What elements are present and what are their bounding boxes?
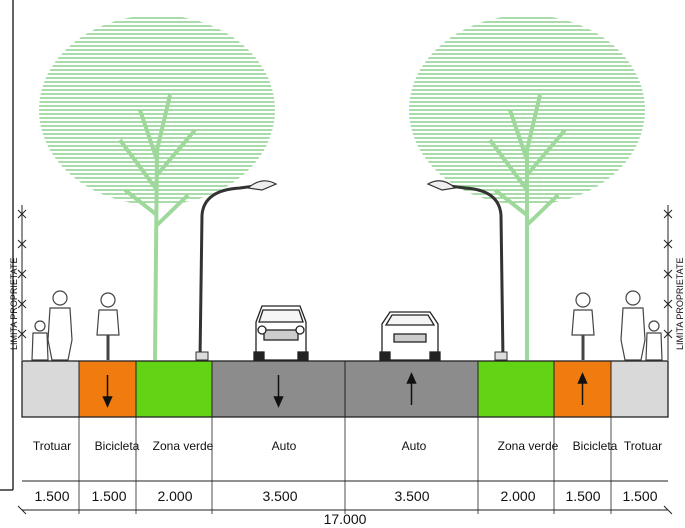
property-limit-left [17,205,27,360]
segment-band [135,360,213,418]
segment-band [21,360,80,418]
cyclist-right [571,292,595,360]
segment-width: 3.500 [394,488,429,504]
property-limit-label-right: LIMITA PROPRIETATE [675,257,685,350]
property-limit-label-left: LIMITA PROPRIETATE [9,257,19,350]
segment-label: Bicicleta [573,439,618,453]
car-right [379,311,441,362]
arrow-up-icon [577,372,588,405]
tree-right [409,15,645,360]
arrow-down-icon [102,375,113,408]
segment-band [610,360,669,418]
pedestrians-left [31,290,73,361]
street-lamp-left [195,180,278,361]
tree-left [39,15,275,361]
segment-width: 1.500 [91,488,126,504]
segment-label: Auto [402,439,427,453]
car-left [253,305,309,362]
segment-width: 2.000 [500,488,535,504]
total-dimension-ticks [17,505,673,515]
segment-width: 1.500 [34,488,69,504]
segment-label: Bicicleta [95,439,140,453]
segment-band [477,360,555,418]
segment-label: Trotuar [33,439,71,453]
segment-width: 1.500 [565,488,600,504]
total-width: 17.000 [324,511,367,527]
segment-label: Zona verde [153,439,214,453]
segment-label: Trotuar [624,439,662,453]
segment-width: 2.000 [157,488,192,504]
segment-width: 1.500 [622,488,657,504]
arrow-down-icon [273,375,284,408]
pedestrians-right [620,290,663,361]
segment-label: Auto [272,439,297,453]
segment-width: 3.500 [262,488,297,504]
segment-label: Zona verde [498,439,559,453]
property-limit-right [663,205,673,360]
street-lamp-right [426,180,508,361]
arrow-up-icon [406,372,417,405]
cyclist-left [96,292,120,360]
